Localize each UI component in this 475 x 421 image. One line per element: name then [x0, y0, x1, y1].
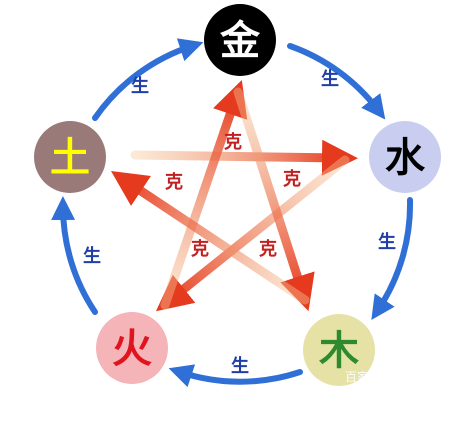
ke-label-wood-earth: 克	[165, 171, 183, 193]
node-fire-label: 火	[112, 326, 152, 372]
ke-arrow-metal-wood	[233, 87, 315, 312]
node-metal-label: 金	[219, 18, 261, 64]
node-water: 水	[369, 121, 441, 193]
sheng-label-wood-fire: 生	[231, 355, 249, 377]
node-water-label: 水	[385, 135, 426, 181]
ke-arrow-wood-earth	[111, 171, 310, 305]
node-metal: 金	[204, 4, 276, 76]
sheng-arrow-water-wood	[371, 197, 414, 320]
generating-cycle	[51, 38, 414, 388]
node-earth-label: 土	[50, 135, 90, 181]
sheng-arrow-wood-fire	[168, 364, 303, 388]
ke-label-metal-water: 克	[224, 131, 242, 153]
watermark-text: 百家	[345, 369, 369, 384]
node-earth: 土	[34, 121, 106, 193]
sheng-arrow-fire-earth	[51, 196, 98, 315]
node-fire-circle	[96, 312, 168, 384]
overcoming-cycle	[111, 79, 358, 312]
ke-label-water-fire: 克	[283, 168, 301, 190]
ke-arrow-water-fire	[155, 155, 350, 312]
node-fire: 火	[96, 312, 168, 384]
node-wood: 木	[303, 314, 375, 386]
sheng-label-fire-earth: 生	[83, 245, 101, 267]
sheng-label-earth-metal: 生	[131, 75, 149, 97]
node-wood-label: 木	[319, 328, 359, 374]
sheng-arrow-earth-metal	[92, 38, 204, 121]
ke-label-fire-metal: 克	[191, 238, 209, 260]
node-wood-circle	[303, 314, 375, 386]
ke-arrow-metal-water	[130, 139, 358, 176]
node-water-circle	[369, 121, 441, 193]
ke-label-metal-wood: 克	[259, 238, 277, 260]
sheng-arrow-metal-water	[287, 43, 386, 120]
sheng-label-metal-water: 生	[321, 68, 339, 90]
node-earth-circle	[34, 121, 106, 193]
node-metal-circle	[204, 4, 276, 76]
ke-arrow-fire-metal	[160, 79, 248, 310]
sheng-label-water-wood: 生	[378, 231, 396, 253]
